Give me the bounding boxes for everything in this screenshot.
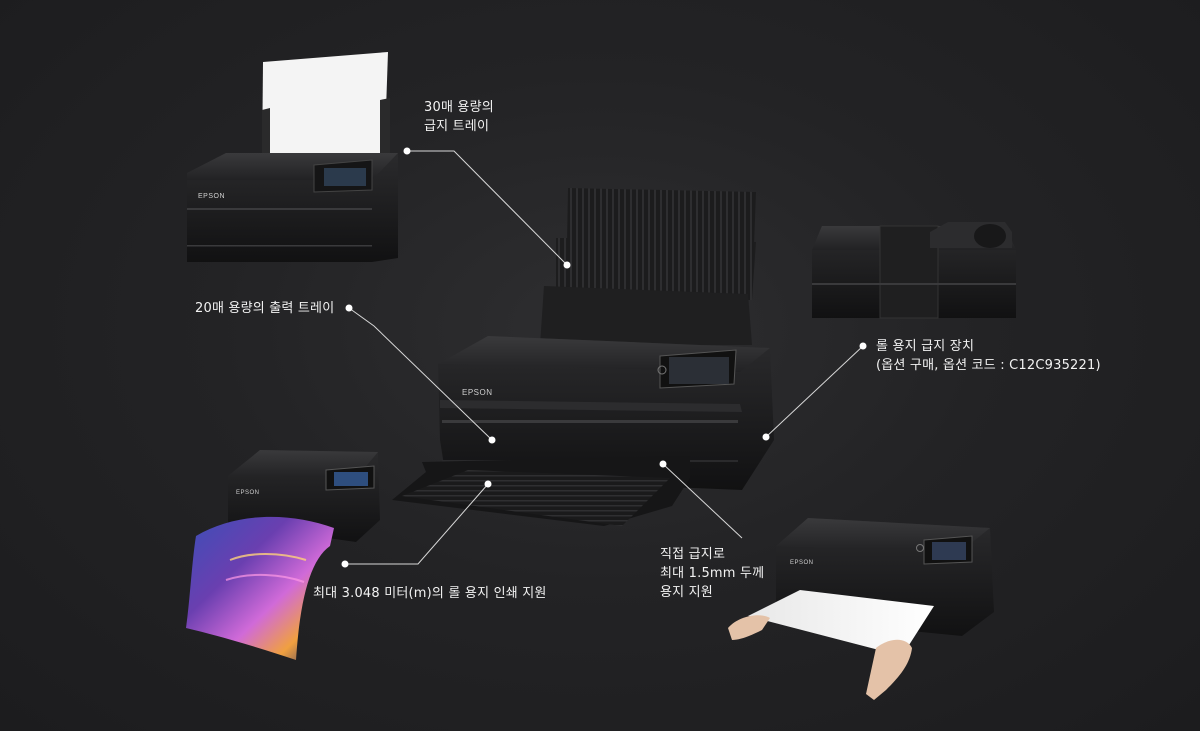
svg-text:EPSON: EPSON bbox=[790, 560, 814, 566]
callout-front-feed-line1: 직접 급지로 bbox=[660, 547, 726, 562]
callout-rear-tray-line2: 급지 트레이 bbox=[424, 119, 490, 134]
svg-text:EPSON: EPSON bbox=[198, 193, 225, 200]
callout-front-feed: 직접 급지로 최대 1.5mm 두께 용지 지원 bbox=[660, 545, 764, 602]
svg-text:EPSON: EPSON bbox=[462, 388, 493, 397]
callout-output-tray: 20매 용량의 출력 트레이 bbox=[195, 299, 334, 318]
svg-text:EPSON: EPSON bbox=[236, 490, 260, 496]
callout-roll-feeder: 롤 용지 급지 장치 (옵션 구매, 옵션 코드 : C12C935221) bbox=[876, 337, 1101, 375]
front-feed-printer-image: EPSON bbox=[728, 518, 994, 700]
main-printer-image: EPSON bbox=[392, 188, 774, 526]
callout-front-feed-line3: 용지 지원 bbox=[660, 585, 713, 600]
roll-print-printer-image: EPSON bbox=[186, 450, 380, 660]
callout-output-tray-line1: 20매 용량의 출력 트레이 bbox=[195, 301, 335, 316]
callout-roll-feeder-line2: (옵션 구매, 옵션 코드 : C12C935221) bbox=[876, 358, 1101, 373]
callout-rear-tray: 30매 용량의 급지 트레이 bbox=[424, 98, 494, 136]
callout-roll-print-line1: 최대 3.048 미터(m)의 롤 용지 인쇄 지원 bbox=[313, 586, 547, 601]
leader-lines bbox=[345, 150, 864, 565]
callout-roll-feeder-line1: 롤 용지 급지 장치 bbox=[876, 339, 975, 354]
callout-roll-print: 최대 3.048 미터(m)의 롤 용지 인쇄 지원 bbox=[313, 584, 547, 603]
leader-dots bbox=[341, 147, 867, 568]
callout-rear-tray-line1: 30매 용량의 bbox=[424, 100, 494, 115]
rear-tray-printer-image: EPSON bbox=[187, 52, 398, 262]
callout-front-feed-line2: 최대 1.5mm 두께 bbox=[660, 566, 765, 581]
roll-feeder-image bbox=[812, 222, 1016, 319]
